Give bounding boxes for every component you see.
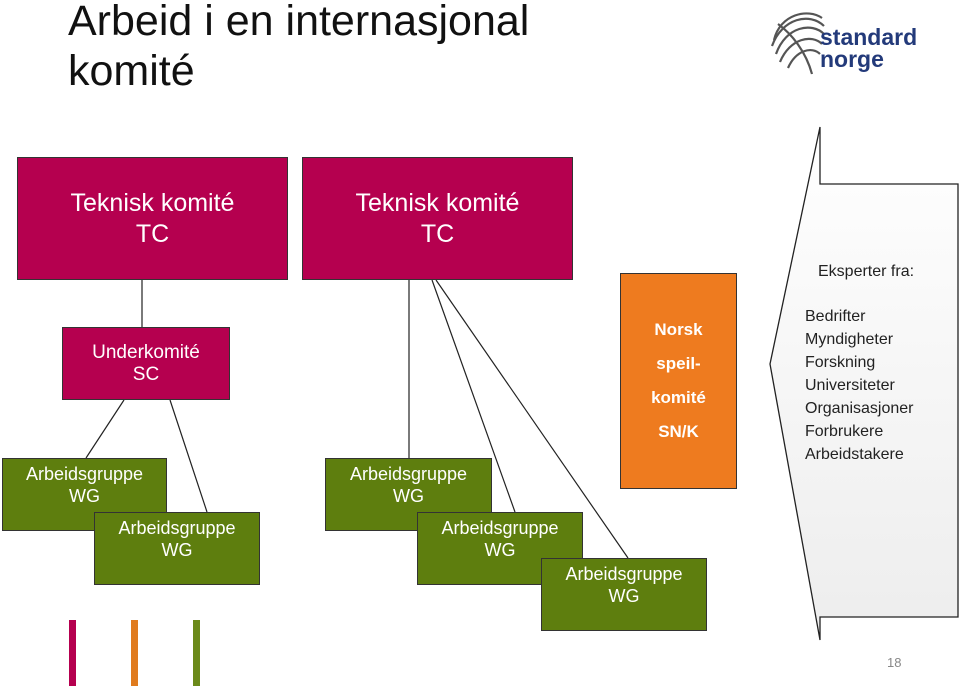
- experts-item: Universiteter: [805, 377, 895, 394]
- working-group-box-2: Arbeidsgruppe WG: [94, 512, 260, 585]
- decorative-bar-magenta: [69, 620, 76, 686]
- mirror-line-4: SN/K: [658, 422, 699, 441]
- page-number: 18: [887, 655, 902, 670]
- mirror-committee-box: Norsk speil- komité SN/K: [620, 273, 737, 489]
- wg5-line-2: WG: [608, 586, 640, 606]
- title-line-2: komité: [68, 47, 195, 95]
- technical-committee-box-1: Teknisk komité TC: [17, 157, 288, 280]
- working-group-box-3: Arbeidsgruppe WG: [325, 458, 492, 531]
- experts-item: Forskning: [805, 354, 876, 371]
- technical-committee-box-2: Teknisk komité TC: [302, 157, 573, 280]
- wg2-line-2: WG: [161, 540, 193, 560]
- decorative-bar-orange: [131, 620, 138, 686]
- sc-line-1: Underkomité: [92, 341, 200, 363]
- wg4-line-1: Arbeidsgruppe: [441, 518, 559, 538]
- wg1-line-1: Arbeidsgruppe: [25, 464, 144, 484]
- connector-tc2-wg5: [435, 279, 629, 559]
- experts-heading: Eksperter fra:: [818, 263, 915, 280]
- decorative-bar-green: [193, 620, 200, 686]
- connector-sc-wg1: [85, 399, 125, 459]
- mirror-line-3: komité: [651, 388, 706, 407]
- wg4-line-2: WG: [484, 540, 516, 560]
- standard-norge-logo: standard norge: [768, 4, 928, 76]
- subcommittee-box: Underkomité SC: [62, 327, 230, 400]
- experts-item: Arbeidstakere: [805, 446, 904, 463]
- tc2-line-2: TC: [420, 219, 455, 248]
- mirror-line-2: speil-: [656, 354, 701, 373]
- tc1-line-1: Teknisk komité: [70, 188, 235, 217]
- mirror-line-1: Norsk: [654, 320, 703, 339]
- title-line-1: Arbeid i en internasjonal: [68, 0, 530, 45]
- tc1-line-2: TC: [135, 219, 170, 248]
- working-group-box-5: Arbeidsgruppe WG: [541, 558, 707, 631]
- experts-item: Bedrifter: [805, 308, 866, 325]
- logo-text-line-1: standard: [820, 24, 918, 50]
- wg1-line-2: WG: [69, 486, 100, 506]
- experts-item: Organisasjoner: [805, 400, 914, 417]
- experts-list: Bedrifter Myndigheter Forskning Universi…: [805, 305, 914, 466]
- sc-line-2: SC: [132, 363, 160, 385]
- page-title: Arbeid i en internasjonal komité: [68, 0, 529, 96]
- working-group-box-4: Arbeidsgruppe WG: [417, 512, 583, 585]
- logo-swirl-icon: [770, 12, 825, 75]
- experts-item: Forbrukere: [805, 423, 884, 440]
- experts-item: Myndigheter: [805, 331, 894, 348]
- wg2-line-1: Arbeidsgruppe: [118, 518, 236, 538]
- wg3-line-2: WG: [393, 486, 424, 506]
- wg5-line-1: Arbeidsgruppe: [565, 564, 683, 584]
- tc2-line-1: Teknisk komité: [355, 188, 520, 217]
- connector-tc2-wg4: [431, 279, 516, 513]
- connector-sc-wg2: [169, 399, 208, 513]
- wg3-line-1: Arbeidsgruppe: [349, 464, 468, 484]
- logo-text-line-2: norge: [820, 46, 884, 72]
